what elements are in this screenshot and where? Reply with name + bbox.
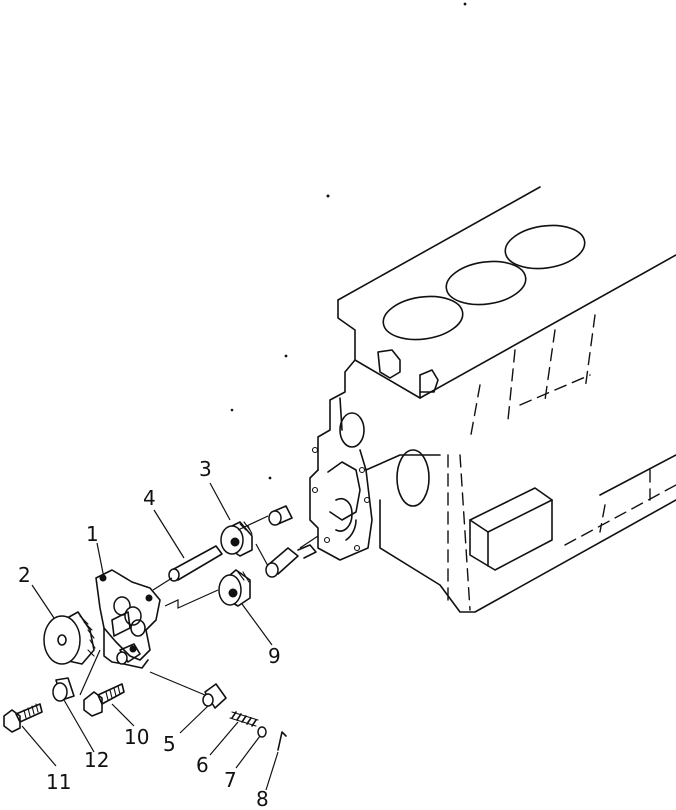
- dowel-sleeve: [268, 505, 293, 526]
- shaft-bushing: [265, 544, 317, 578]
- callout-1: 1: [86, 522, 99, 546]
- callout-3: 3: [199, 457, 212, 481]
- callout-5: 5: [163, 732, 176, 756]
- part-1-pump-body: [95, 569, 161, 669]
- part-2-drive-gear: [43, 611, 96, 665]
- scan-specks: [230, 2, 467, 480]
- callout-11: 11: [46, 770, 71, 794]
- part-9-gear: [218, 569, 251, 607]
- part-7-washer: [257, 726, 267, 738]
- callout-2: 2: [18, 563, 31, 587]
- callout-4: 4: [143, 486, 156, 510]
- part-8-pin: [277, 731, 287, 751]
- assembly-lines: [79, 515, 319, 696]
- part-4-shaft: [168, 545, 223, 582]
- callout-12: 12: [84, 748, 109, 772]
- callout-6: 6: [196, 753, 209, 777]
- engine-block: [309, 186, 676, 613]
- part-11-bolt: [3, 703, 43, 733]
- callout-8: 8: [256, 787, 269, 810]
- part-6-spring: [229, 711, 259, 727]
- callout-10: 10: [124, 725, 149, 749]
- part-5-plunger: [202, 683, 227, 709]
- callout-labels: 1 2 3 4 5 6 7 8 9 10 11 12: [18, 457, 281, 810]
- part-10-flange-bolt: [83, 683, 125, 717]
- part-12-spacer: [52, 677, 75, 702]
- leader-lines: [21, 482, 279, 791]
- callout-7: 7: [224, 768, 237, 792]
- part-3-gear: [220, 521, 253, 557]
- callout-9: 9: [268, 644, 281, 668]
